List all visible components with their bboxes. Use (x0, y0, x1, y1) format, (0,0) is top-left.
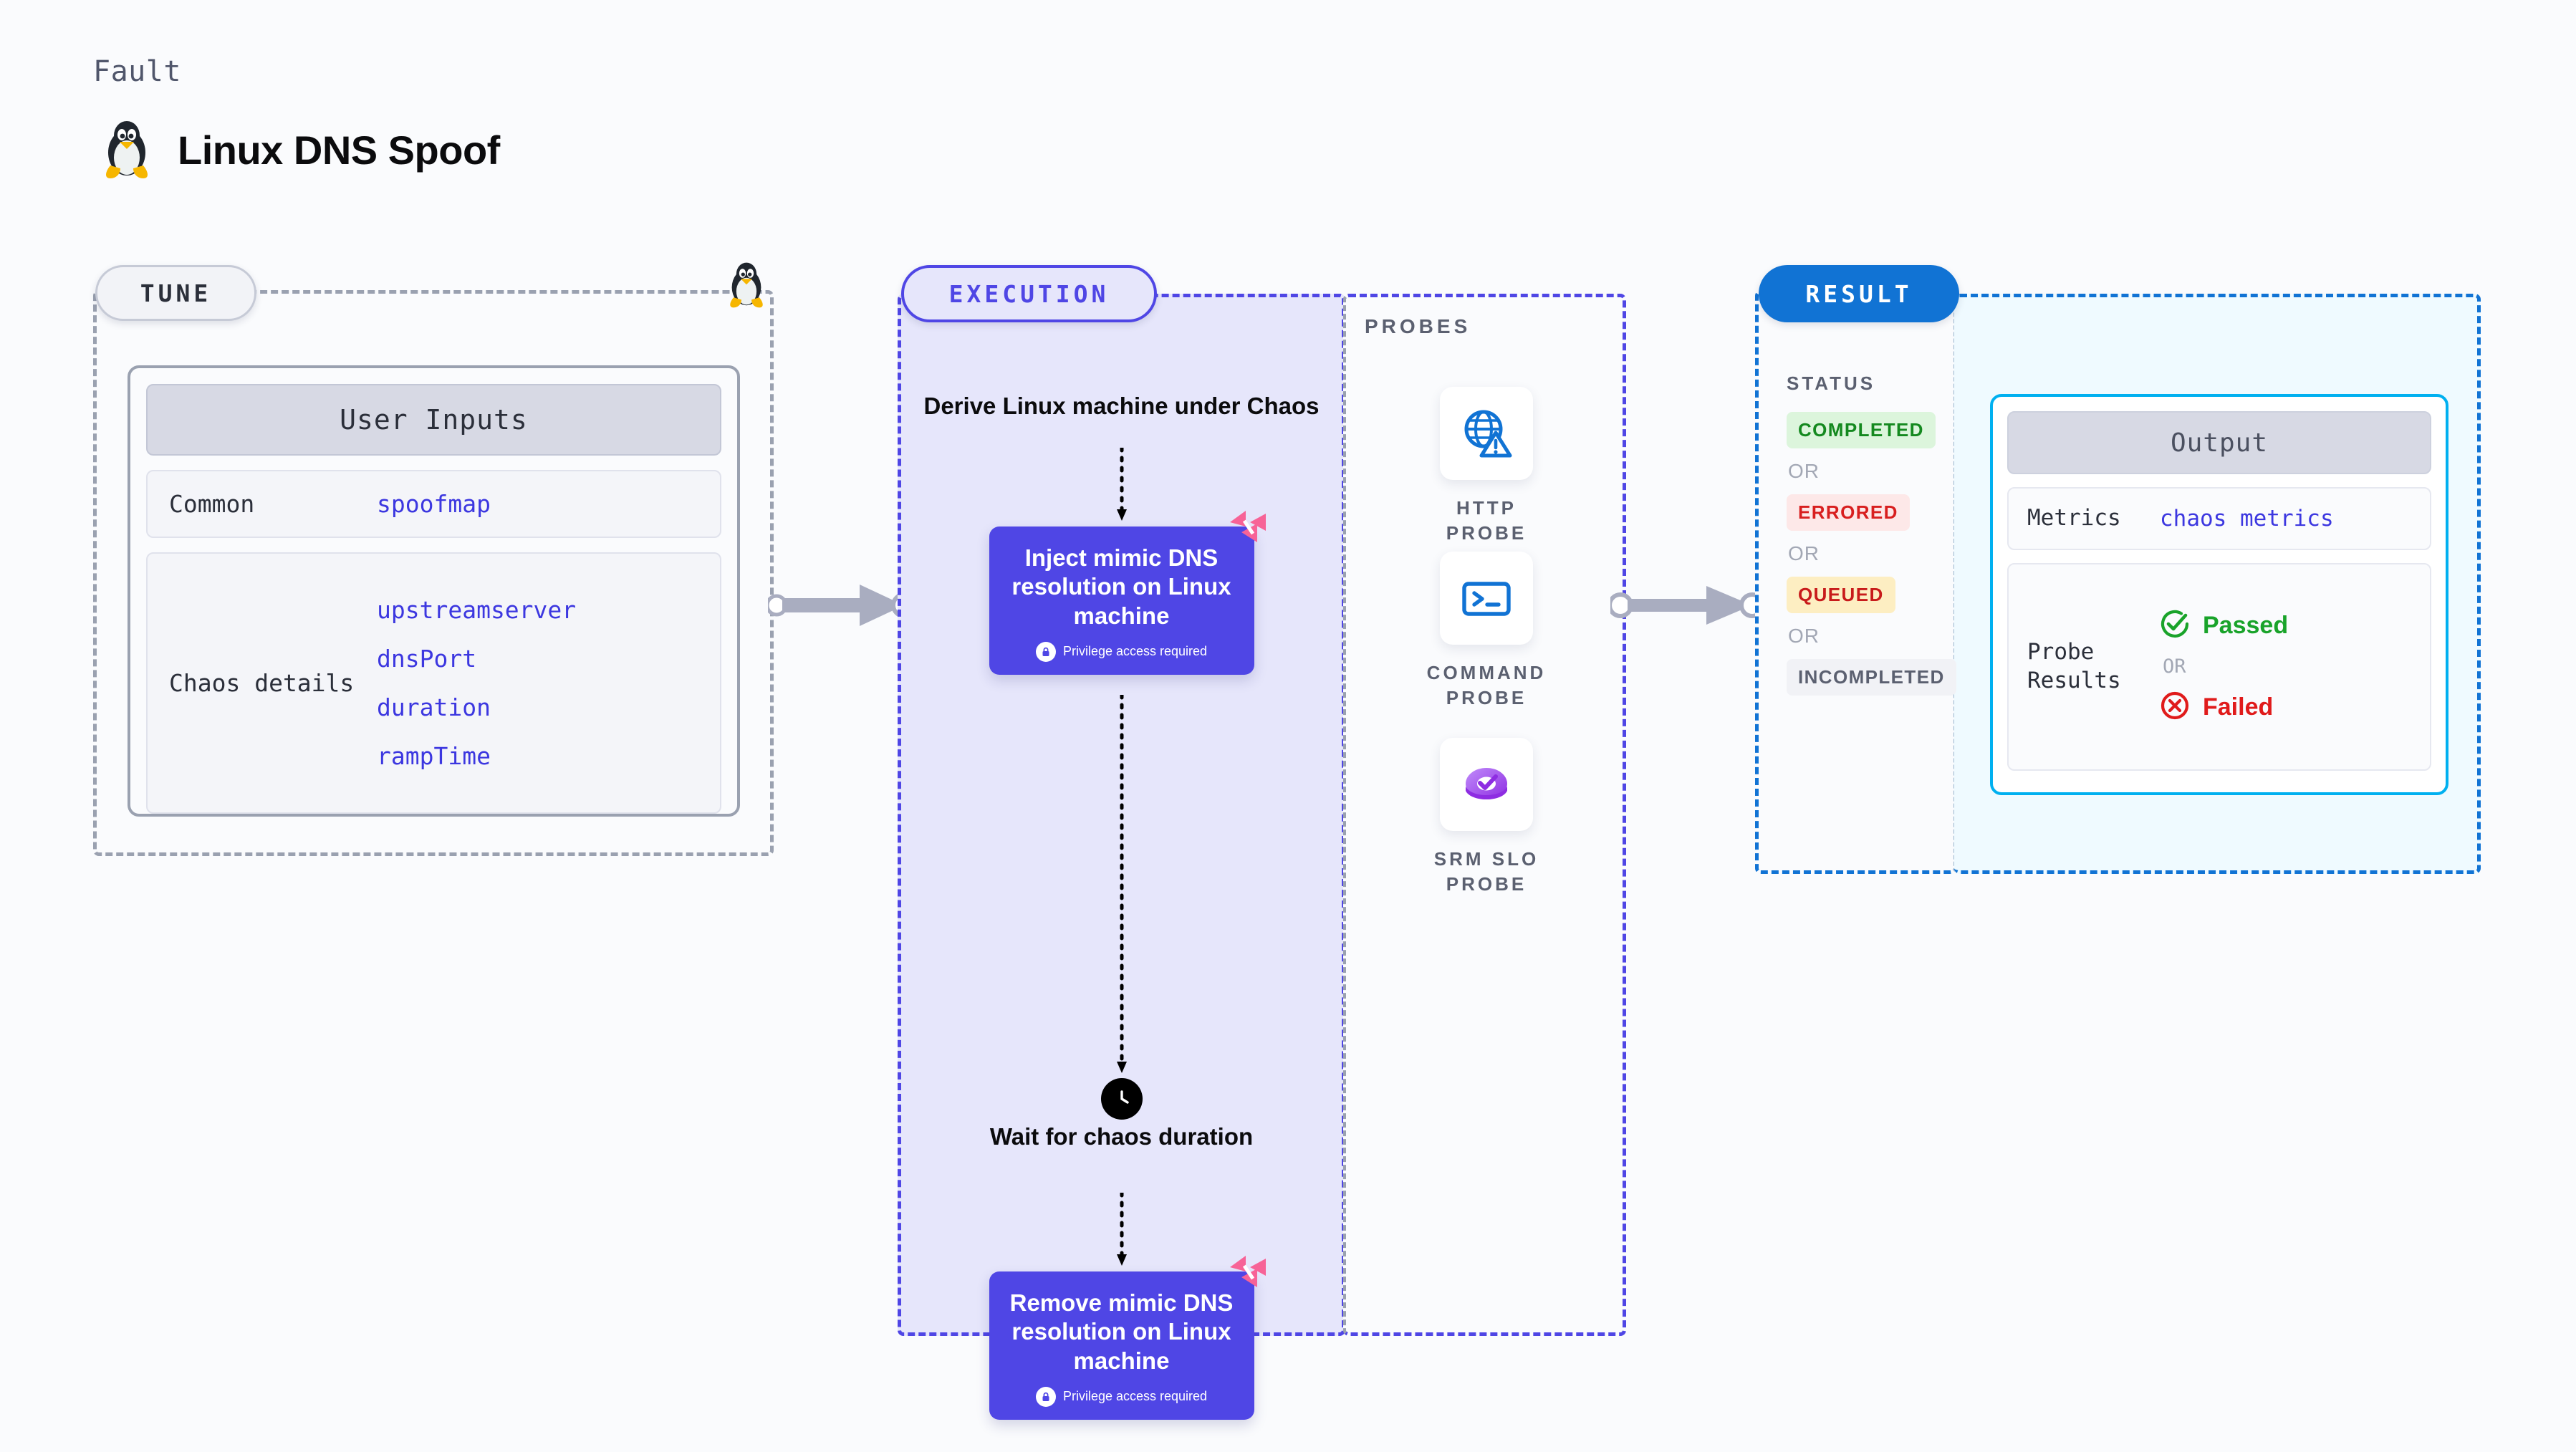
probe-result-failed: Failed (2160, 691, 2288, 724)
row-value[interactable]: chaos metrics (2160, 505, 2334, 532)
user-inputs-card: User Inputs Common spoofmap Chaos detail… (128, 365, 740, 817)
tune-corner-penguin-icon (726, 260, 767, 314)
input-param[interactable]: upstreamserver (377, 596, 577, 624)
probe-label: HTTP PROBE (1446, 497, 1527, 544)
user-inputs-heading: User Inputs (146, 384, 721, 456)
status-badge-incompleted: INCOMPLETED (1787, 659, 1956, 696)
lock-icon (1035, 1386, 1056, 1407)
row-values: spoofmap (377, 490, 491, 518)
linux-penguin-icon (100, 118, 153, 181)
connector-probes-to-result (1607, 582, 1768, 633)
node-note: Privilege access required (1002, 641, 1241, 662)
stage-execution-pill[interactable]: EXECUTION (901, 265, 1157, 322)
row-key: Probe Results (2027, 639, 2121, 693)
globe-warning-icon (1440, 387, 1533, 480)
result-status-stack: COMPLETED OR ERRORED OR QUEUED OR INCOMP… (1787, 412, 1956, 696)
probe-label: SRM SLO PROBE (1433, 848, 1539, 895)
result-status-label: STATUS (1787, 372, 1876, 394)
probe-srm-slo[interactable]: SRM SLO PROBE (1426, 738, 1547, 897)
node-title: Remove mimic DNS resolution on Linux mac… (1009, 1289, 1234, 1374)
probes-section-label: PROBES (1365, 315, 1471, 337)
output-card: Output Metrics chaos metrics Probe Resul… (1990, 394, 2448, 795)
page-title-row: Linux DNS Spoof (100, 118, 500, 181)
user-inputs-row-chaos-details: Chaos details upstreamserver dnsPort dur… (146, 552, 721, 814)
harness-logo-icon (1229, 1254, 1267, 1295)
row-key: Common (169, 489, 255, 518)
execution-wait-label: Wait for chaos duration (989, 1123, 1254, 1150)
stage-result-pill[interactable]: RESULT (1759, 265, 1959, 322)
probe-label: COMMAND PROBE (1426, 662, 1547, 709)
slo-donut-check-icon (1440, 738, 1533, 831)
input-param[interactable]: rampTime (377, 742, 491, 770)
probe-result-label: Passed (2203, 612, 2289, 640)
stage-tune-pill[interactable]: TUNE (95, 265, 256, 321)
status-badge-errored: ERRORED (1787, 494, 1910, 531)
or-separator: OR (1788, 542, 1820, 564)
node-note-text: Privilege access required (1062, 644, 1208, 659)
page-title: Linux DNS Spoof (178, 127, 500, 173)
output-row-metrics: Metrics chaos metrics (2007, 487, 2431, 550)
flow-arrow-3-icon (1115, 1191, 1129, 1271)
input-param[interactable]: spoofmap (377, 490, 491, 518)
status-badge-queued: QUEUED (1787, 577, 1895, 613)
execution-node-inject[interactable]: Inject mimic DNS resolution on Linux mac… (989, 511, 1266, 675)
x-circle-icon (2160, 691, 2190, 724)
node-note: Privilege access required (1002, 1386, 1241, 1407)
clock-icon (1100, 1078, 1143, 1120)
page-kicker: Fault (93, 55, 181, 88)
probe-result-label: Failed (2203, 693, 2274, 721)
or-separator: OR (1788, 625, 1820, 647)
output-row-probe-results: Probe Results Passed OR (2007, 562, 2431, 771)
row-values: upstreamserver dnsPort duration rampTime (377, 596, 576, 770)
lock-icon (1035, 641, 1056, 662)
user-inputs-row-common: Common spoofmap (146, 470, 721, 538)
node-note-text: Privilege access required (1062, 1389, 1208, 1404)
probe-command[interactable]: COMMAND PROBE (1426, 552, 1547, 711)
input-param[interactable]: duration (377, 693, 491, 721)
input-param[interactable]: dnsPort (377, 645, 477, 673)
probe-result-passed: Passed (2160, 609, 2288, 643)
row-key: Metrics (2027, 505, 2121, 531)
check-circle-icon (2160, 609, 2190, 643)
execution-flow: Derive Linux machine under Chaos Inject … (898, 294, 1345, 1420)
flow-arrow-1-icon (1115, 446, 1129, 527)
execution-node-remove[interactable]: Remove mimic DNS resolution on Linux mac… (989, 1256, 1266, 1420)
flow-arrow-2-icon (1115, 693, 1129, 1078)
or-separator: OR (1788, 460, 1820, 482)
terminal-icon (1440, 552, 1533, 645)
or-separator: OR (2163, 655, 2186, 678)
output-heading: Output (2007, 411, 2431, 474)
node-title: Inject mimic DNS resolution on Linux mac… (1011, 544, 1231, 629)
connector-tune-to-execution (765, 580, 918, 634)
probe-http[interactable]: HTTP PROBE (1426, 387, 1547, 546)
harness-logo-icon (1229, 509, 1267, 550)
execution-start-label: Derive Linux machine under Chaos (923, 393, 1320, 419)
status-badge-completed: COMPLETED (1787, 412, 1936, 448)
row-key: Chaos details (169, 668, 355, 697)
probe-result-values: Passed OR Failed (2160, 609, 2288, 724)
